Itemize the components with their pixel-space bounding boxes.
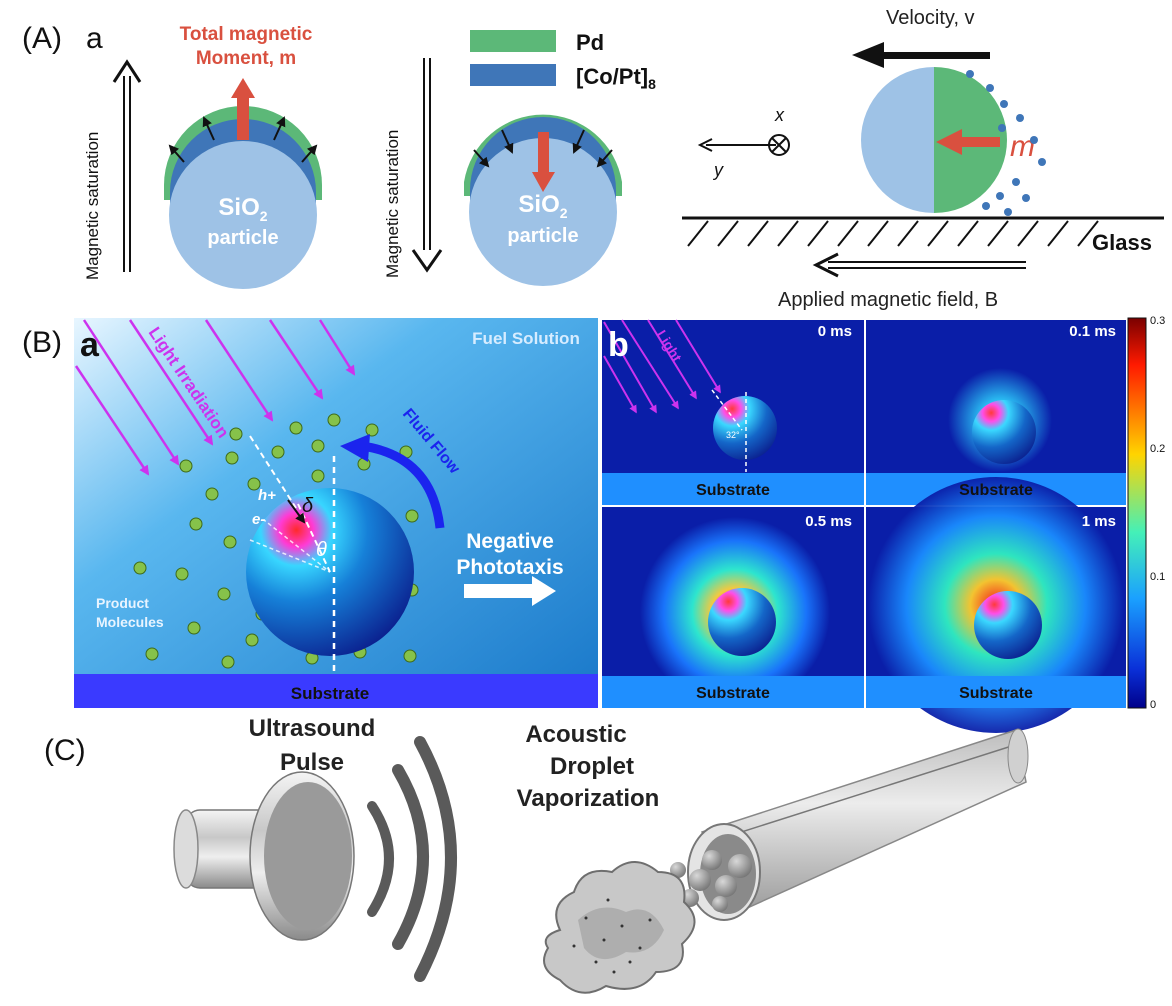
saturation-down-arrow [411,58,443,273]
phototaxis-label: Phototaxis [456,556,563,579]
product-label-2: Molecules [96,614,164,630]
theta-label: θ [316,539,327,561]
moment-arrow-down [532,132,555,192]
legend-layers: Pd [Co/Pt]8 [470,30,656,92]
particle-up-label: SiO2 [218,194,267,224]
panel-c: (C) Ultrasound Pulse Acoustic Droplet Va… [44,715,1029,994]
total-moment-label-2: Moment, m [196,48,296,69]
sound-waves [367,736,457,982]
substrate-label-b2: Substrate [959,482,1033,499]
axis-y-label: y [712,160,724,180]
light-rays-b [603,319,721,414]
spin-arrows-down [473,129,613,168]
adv-label-1: Acoustic [525,721,626,748]
total-moment-label-1: Total magnetic [180,24,313,45]
electron-label: e- [252,511,265,528]
colorbar-tick-03: 0.3 [1150,315,1165,327]
fuel-dots [966,70,1046,216]
particle-up: SiO2 particle [164,106,322,289]
transducer-icon [173,771,355,941]
panel-c-label: (C) [44,734,86,767]
colorbar-tick-01: 0.1 [1150,571,1165,583]
panel-a: (A) a Magnetic saturation SiO2 particle [22,7,1164,311]
substrate-label-b3: Substrate [696,685,770,702]
panel-b: (B) Substrate a Fuel Solution Light Irra… [22,315,1165,733]
sphere-01ms [972,400,1036,464]
negative-label: Negative [466,530,554,553]
vessel-cone [687,728,1029,921]
panel-b-sublabel-b: b [608,326,629,364]
time-label-1: 0 ms [818,323,852,340]
time-label-4: 1 ms [1082,513,1116,530]
sphere-0ms [713,396,777,460]
time-label-3: 0.5 ms [805,513,852,530]
glass-label: Glass [1092,230,1152,255]
adv-label-3: Vaporization [517,785,660,812]
colorbar-tick-02: 0.2 [1150,443,1165,455]
spin-arrows-up [168,116,318,163]
velocity-arrow [852,42,990,68]
sphere-1ms [974,591,1042,659]
hole-label: h+ [258,487,276,504]
panel-b-label: (B) [22,326,62,359]
sphere-05ms [708,588,776,656]
substrate-label-b4: Substrate [959,685,1033,702]
adv-label-2: Droplet [550,753,634,780]
field-label: Applied magnetic field, B [778,289,998,311]
time-label-2: 0.1 ms [1069,323,1116,340]
particle-up-word: particle [207,227,278,249]
panel-b-b: 32° Light b 0 ms 0.1 ms 0.5 ms 1 ms Subs… [600,315,1165,733]
saturation-up-arrow [112,59,142,272]
colorbar [1127,317,1147,709]
ultrasound-label-1: Ultrasound [249,715,376,742]
bubble-cloud [543,861,696,994]
fluid-flow-arrow [340,434,445,529]
saturation-label-mid: Magnetic saturation [383,130,402,278]
substrate-bar-a [74,674,598,708]
angle-label: 32° [726,430,740,440]
colorbar-tick-0: 0 [1150,699,1156,711]
moment-m-label: m [1010,130,1035,163]
substrate-label-a: Substrate [291,684,369,703]
panel-b-a: Substrate a Fuel Solution Light Irradiat… [74,318,598,708]
axis-x-label: x [774,105,785,125]
glass-surface: Glass [682,216,1164,255]
particle-down-label: SiO2 [518,191,567,221]
panel-b-sublabel-a: a [80,326,100,364]
fuel-solution-label: Fuel Solution [472,329,580,348]
janus-particle: m [861,67,1035,213]
panel-a-label: (A) [22,22,62,55]
delta-label: δ [302,495,314,517]
panel-a-sublabel: a [86,22,103,55]
particle-down-word: particle [507,225,578,247]
saturation-label-left: Magnetic saturation [83,132,102,280]
velocity-label: Velocity, v [886,7,975,29]
phototaxis-arrow [464,576,556,606]
axis-symbol: x y [697,105,790,180]
legend-pd: Pd [576,30,604,55]
ultrasound-label-2: Pulse [280,749,344,776]
light-rays-a [74,319,356,476]
product-label-1: Product [96,595,149,611]
product-molecules [133,413,419,669]
substrate-label-b1: Substrate [696,482,770,499]
field-arrow [812,252,1026,278]
legend-copt: [Co/Pt]8 [576,64,656,92]
moment-arrow-up [231,78,255,140]
